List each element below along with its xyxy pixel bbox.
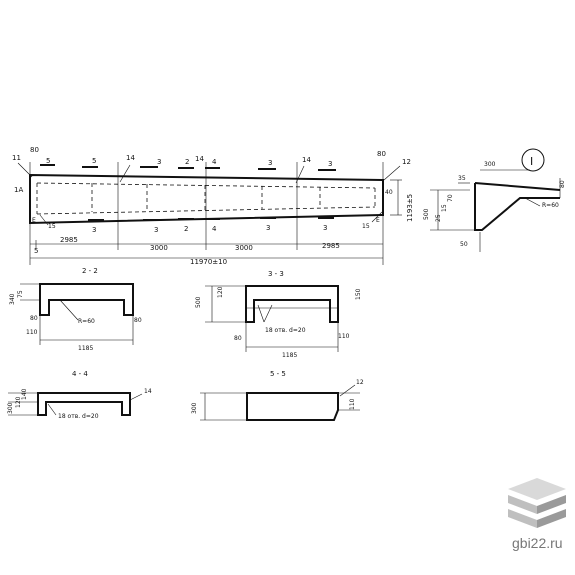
dim-5: 5 <box>34 247 38 255</box>
section-mark-2b: 2 <box>184 225 188 233</box>
detail-dim-300: 300 <box>484 161 496 168</box>
detail-dim-70: 70 <box>447 194 454 202</box>
s33-width: 1185 <box>282 352 297 359</box>
s22-dim-110: 110 <box>26 329 38 336</box>
dim-3000-a: 3000 <box>150 244 168 252</box>
section-22-title: 2 - 2 <box>82 267 98 275</box>
section-mark-4: 4 <box>212 158 217 166</box>
section-4-4: 4 - 4 300 120 140 18 отв. d=20 14 <box>7 370 152 420</box>
section-55-title: 5 - 5 <box>270 370 286 378</box>
s33-dim-150: 150 <box>355 288 362 300</box>
section-33-title: 3 - 3 <box>268 270 284 278</box>
section-mark-3: 3 <box>157 158 161 166</box>
s44-callout-14: 14 <box>144 388 152 395</box>
callout-12: 12 <box>402 158 411 166</box>
detail-circle <box>521 148 545 172</box>
s22-dim-340: 340 <box>9 293 16 305</box>
section-mark-3f: 3 <box>266 224 270 232</box>
s33-holes: 18 отв. d=20 <box>265 327 306 334</box>
detail-1: I 300 35 80 500 70 15 25 R=60 50 <box>423 148 566 252</box>
dim-2985-right: 2985 <box>322 242 340 250</box>
section-mark-2: 2 <box>185 158 189 166</box>
s55-dim-110: 110 <box>349 398 356 410</box>
callout-14-b: 14 <box>195 155 204 163</box>
s33-dim-120: 120 <box>217 286 224 298</box>
s44-holes: 18 отв. d=20 <box>58 413 99 420</box>
s33-dim-110: 110 <box>338 333 350 340</box>
mark-1a: 1A <box>14 186 23 194</box>
s22-width: 1185 <box>78 345 93 352</box>
watermark-logo-icon <box>508 478 566 528</box>
detail-dim-80: 80 <box>559 180 566 188</box>
detail-dim-15: 15 <box>441 204 448 212</box>
plan-view: 80 80 11 12 5 5 14 3 2 14 4 3 14 3 3 3 2… <box>12 146 414 266</box>
callout-11: 11 <box>12 154 21 162</box>
watermark-text: gbi22.ru <box>512 535 563 551</box>
plan-end-right: 80 <box>377 150 386 158</box>
section-3-3: 3 - 3 500 120 150 18 отв. d=20 80 110 11… <box>195 270 362 359</box>
s55-callout-12: 12 <box>356 379 364 386</box>
mark-e-right: Е <box>376 217 380 224</box>
s22-dim-75: 75 <box>17 290 24 298</box>
section-mark-3b: 3 <box>268 159 272 167</box>
mark-15-left: 15 <box>48 223 56 230</box>
s22-radius: R=60 <box>78 318 95 325</box>
detail-label: I <box>530 155 533 168</box>
section-mark-5: 5 <box>46 157 50 165</box>
callout-14-a: 14 <box>126 154 135 162</box>
dim-3000-b: 3000 <box>235 244 253 252</box>
s22-dim-80-right: 80 <box>134 317 142 324</box>
dim-2985-left: 2985 <box>60 236 78 244</box>
section-mark-4b: 4 <box>212 225 217 233</box>
section-44-title: 4 - 4 <box>72 370 88 378</box>
detail-radius: R=60 <box>542 202 559 209</box>
s44-dim-120: 120 <box>15 396 22 408</box>
mark-e-left: Е <box>32 217 36 224</box>
detail-dim-50: 50 <box>460 241 468 248</box>
plan-end-left: 80 <box>30 146 39 154</box>
s33-dim-500: 500 <box>195 296 202 308</box>
section-mark-3d: 3 <box>92 226 96 234</box>
section-mark-5b: 5 <box>92 157 96 165</box>
section-mark-3c: 3 <box>328 160 332 168</box>
detail-dim-25: 25 <box>435 214 442 222</box>
detail-dim-35: 35 <box>458 175 466 182</box>
s44-dim-300: 300 <box>7 402 14 414</box>
mark-15-right: 15 <box>362 223 370 230</box>
s22-dim-80-left: 80 <box>30 315 38 322</box>
callout-14-c: 14 <box>302 156 311 164</box>
plan-height: 1193±5 <box>406 194 414 222</box>
s33-dim-80: 80 <box>234 335 242 342</box>
section-5-5: 5 - 5 300 110 12 <box>191 370 364 421</box>
detail-dim-500: 500 <box>423 208 430 220</box>
plan-right-small: 40 <box>385 189 393 196</box>
dim-total: 11970±10 <box>190 258 227 266</box>
section-mark-3g: 3 <box>323 224 327 232</box>
section-mark-3e: 3 <box>154 226 158 234</box>
s44-dim-140: 140 <box>21 388 28 400</box>
section-2-2: 2 - 2 340 75 80 110 R=60 80 1185 <box>9 267 142 352</box>
s55-dim-300: 300 <box>191 402 198 414</box>
